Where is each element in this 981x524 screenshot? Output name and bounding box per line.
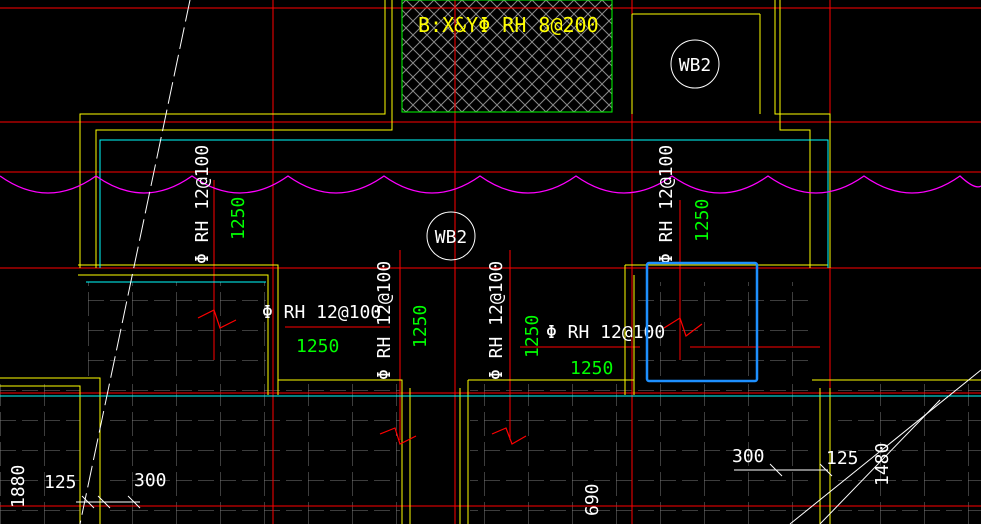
dimension-1480: 1480 <box>872 443 893 486</box>
rebar-mid2-vertical-label: Φ RH 12@100 <box>486 261 507 380</box>
dimension-690: 690 <box>582 483 603 516</box>
dimension-125-right: 125 <box>826 448 859 469</box>
rebar-left-length-label: 1250 <box>228 197 249 240</box>
magenta-arcs <box>0 175 981 194</box>
mesh-area-border <box>401 0 613 113</box>
rebar-right-horizontal-length-label: 1250 <box>570 358 613 379</box>
selection-box[interactable] <box>645 261 759 383</box>
slab-tag-center-circle <box>426 211 476 261</box>
dimension-1880: 1880 <box>8 465 29 508</box>
rebar-mid1-length-label: 1250 <box>410 305 431 348</box>
dimension-300-right: 300 <box>732 446 765 467</box>
rebar-left-vertical-label: Φ RH 12@100 <box>192 145 213 264</box>
rebar-zigzags <box>197 309 703 445</box>
rebar-mid2-length-label: 1250 <box>522 315 543 358</box>
slab-tag-center-label: WB2 <box>435 227 468 248</box>
dimension-125-left: 125 <box>44 472 77 493</box>
rebar-left-horizontal-length-label: 1250 <box>296 336 339 357</box>
mesh-note-label: B:X&YΦ RH 8@200 <box>418 13 599 37</box>
rebar-right-vertical-label: Φ RH 12@100 <box>656 145 677 264</box>
slab-tag-top-circle <box>670 39 720 89</box>
slab-tag-top-label: WB2 <box>679 55 712 76</box>
dimension-300-left: 300 <box>134 470 167 491</box>
rebar-right-length-label: 1250 <box>692 199 713 242</box>
diagonal-dashed-lines <box>79 0 981 524</box>
rebar-right-horizontal-label: Φ RH 12@100 <box>546 322 665 343</box>
rebar-mid1-vertical-label: Φ RH 12@100 <box>374 261 395 380</box>
rebar-left-horizontal-label: Φ RH 12@100 <box>262 302 381 323</box>
slab-lines-cyan <box>0 139 981 397</box>
dimension-ticks <box>76 463 833 509</box>
